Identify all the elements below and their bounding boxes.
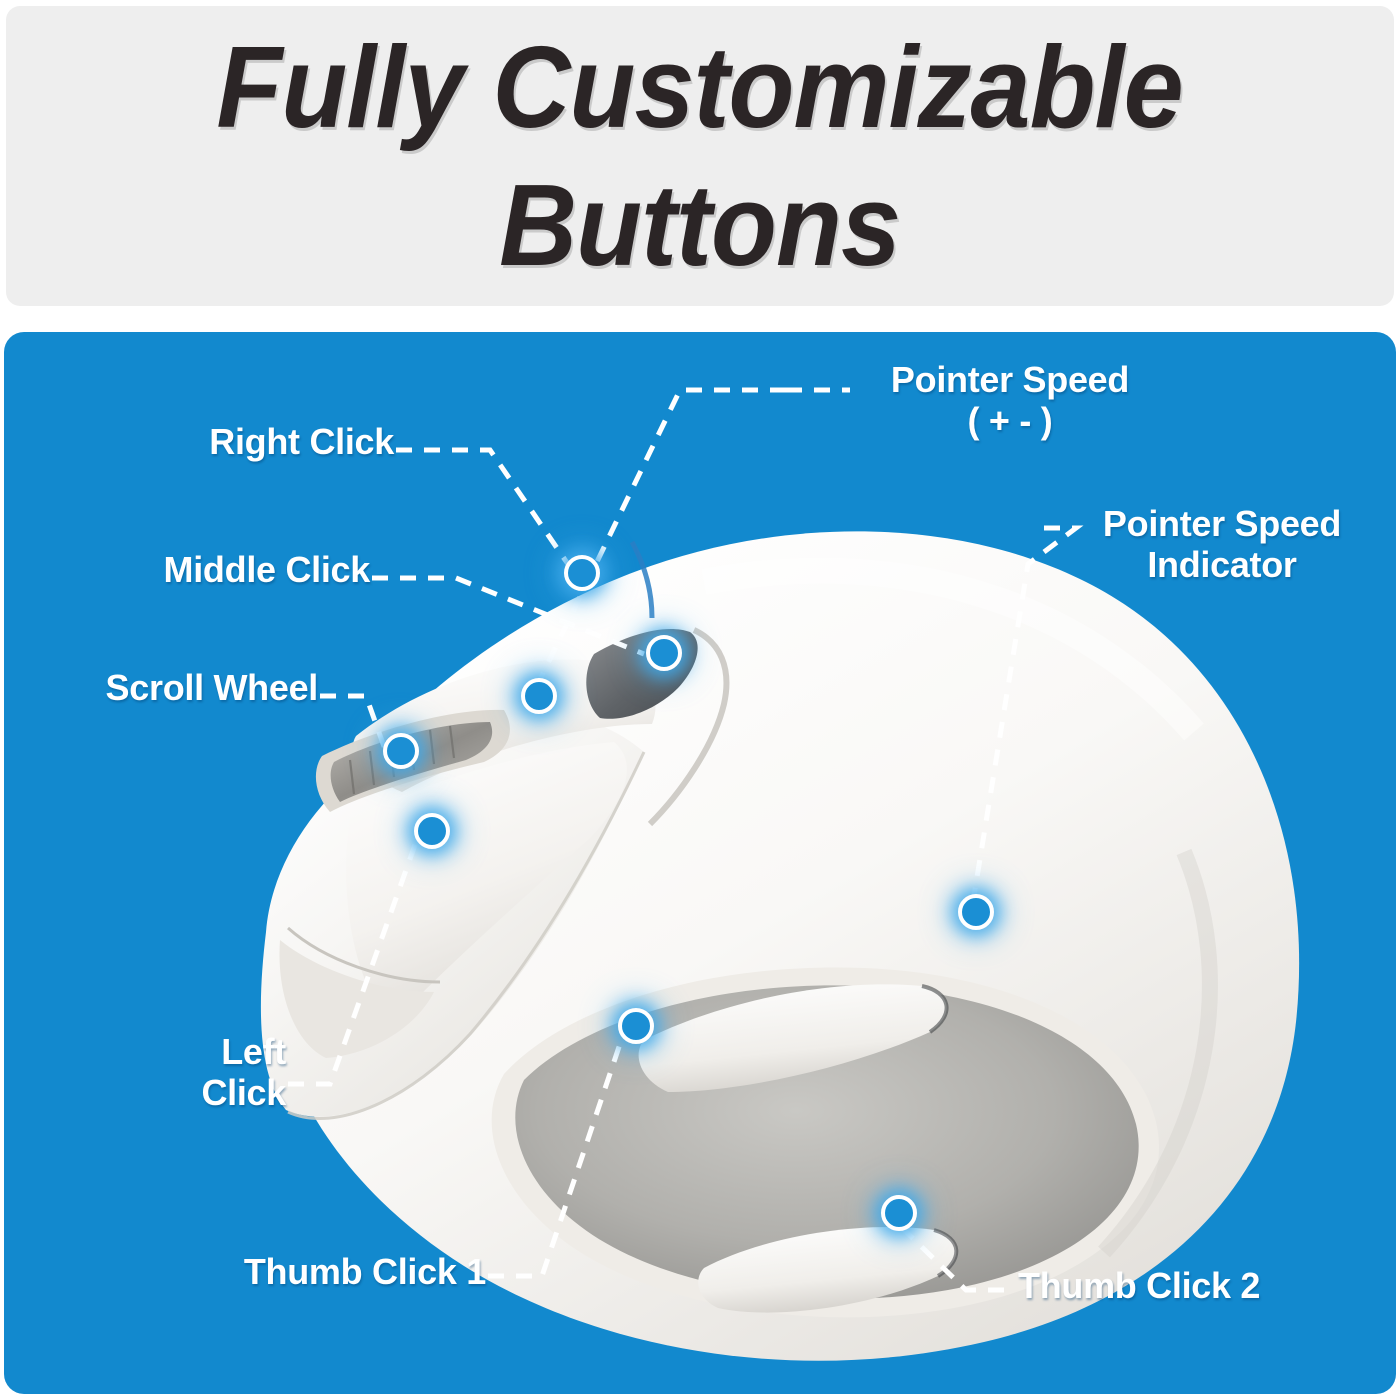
leader-thumb-click-2	[892, 1218, 1004, 1293]
page-title-line-2: Buttons	[499, 160, 902, 290]
mouse-front-lip	[279, 940, 434, 1058]
callout-label-thumb-click-2: Thumb Click 2	[1018, 1265, 1261, 1306]
marker-middle-click[interactable]	[646, 635, 682, 671]
leader-left-click	[288, 841, 419, 1087]
mouse-lip-seam	[287, 926, 441, 984]
mouse-top-edge-accent	[629, 540, 655, 619]
thumb-button-upper-edge	[921, 984, 949, 1034]
marker-pointer-speed[interactable]	[521, 678, 557, 714]
callout-label-middle-click: Middle Click	[163, 549, 371, 590]
dome-shadow	[1098, 848, 1218, 1258]
callout-label-pointer-speed: Pointer Speed ( + - )	[890, 359, 1130, 441]
thumb-button-upper	[638, 984, 947, 1092]
marker-thumb-click-1[interactable]	[618, 1008, 654, 1044]
marker-right-click[interactable]	[564, 555, 600, 591]
leader-right-click	[396, 447, 575, 572]
marker-scroll-wheel[interactable]	[383, 733, 419, 769]
dome-highlight	[701, 557, 1204, 741]
left-click-button	[346, 742, 627, 1022]
callout-label-pointer-speed-indicator: Pointer Speed Indicator	[1102, 503, 1342, 585]
thumb-button-lower	[698, 1227, 957, 1313]
callout-label-right-click: Right Click	[209, 421, 394, 462]
page-title-line-1: Fully Customizable	[216, 22, 1184, 152]
leader-scroll-wheel	[320, 693, 389, 753]
marker-thumb-click-2[interactable]	[881, 1195, 917, 1231]
marker-left-click[interactable]	[414, 813, 450, 849]
leader-pointer-speed	[531, 387, 850, 694]
mouse-groove	[647, 627, 730, 827]
leader-pointer-speed-indicator	[969, 525, 1084, 909]
feature-panel: Right Click Middle Click Scroll Wheel Le…	[4, 332, 1396, 1394]
mouse-seam-line	[287, 751, 646, 1120]
header-card: Fully Customizable Buttons	[6, 6, 1394, 306]
callout-label-thumb-click-1: Thumb Click 1	[243, 1251, 486, 1292]
leader-thumb-click-1	[488, 1031, 627, 1279]
callout-label-scroll-wheel: Scroll Wheel	[105, 667, 319, 708]
callout-label-left-click: Left Click	[201, 1031, 286, 1113]
marker-pointer-speed-indicator[interactable]	[958, 894, 994, 930]
leader-lines	[288, 387, 1084, 1293]
product-photo-mouse	[260, 531, 1300, 1361]
leader-middle-click	[372, 575, 645, 657]
